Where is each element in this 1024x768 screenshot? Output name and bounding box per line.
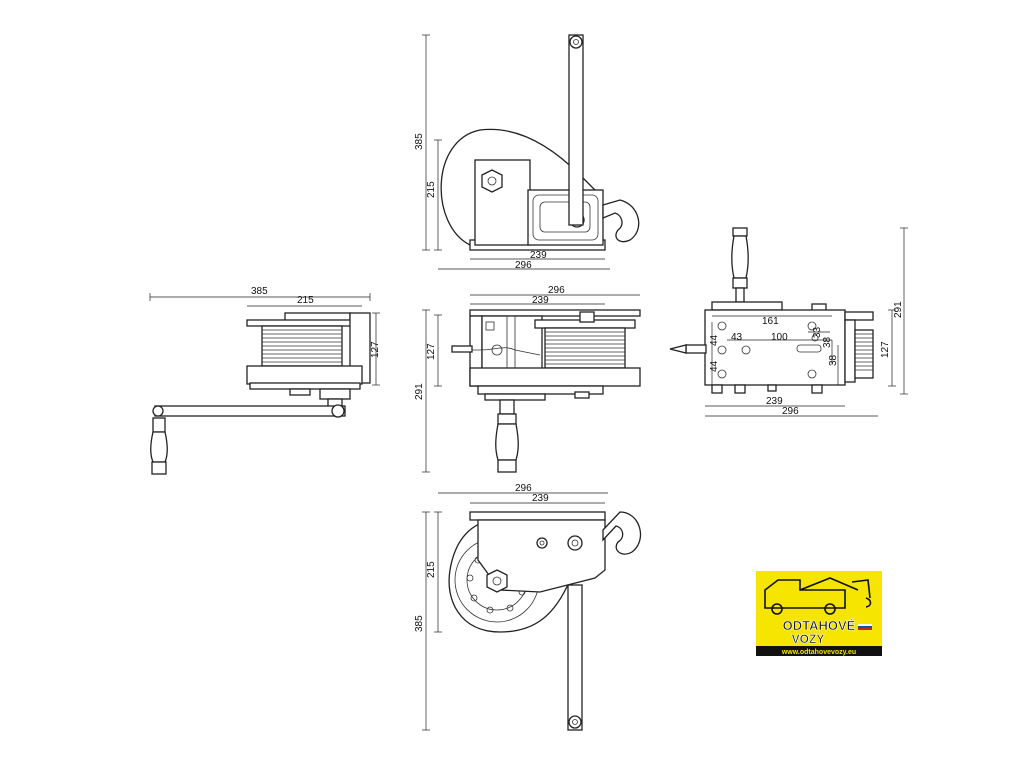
dim-right-38b: 38	[828, 354, 839, 366]
top-view	[422, 34, 640, 270]
dim-center-239: 239	[532, 295, 549, 306]
dim-right-44a: 44	[709, 334, 720, 346]
dim-left-215: 215	[297, 295, 314, 306]
company-logo: ODTAHOVÉ VOZY www.odtahovevozy.eu	[756, 571, 882, 656]
dim-top-215: 215	[426, 181, 437, 198]
dim-right-44b: 44	[709, 360, 720, 372]
dim-center-296: 296	[548, 285, 565, 296]
dim-bottom-239: 239	[532, 493, 549, 504]
dim-left-385: 385	[251, 286, 268, 297]
dim-right-100: 100	[771, 332, 788, 343]
logo-url: www.odtahovevozy.eu	[781, 649, 856, 656]
dim-right-291: 291	[893, 301, 904, 318]
logo-line2: VOZY	[792, 632, 825, 646]
dim-bottom-215: 215	[426, 561, 437, 578]
dim-top-385: 385	[414, 133, 425, 150]
dim-top-239: 239	[530, 250, 547, 261]
bottom-view	[422, 492, 642, 731]
logo-line1: ODTAHOVÉ	[783, 618, 856, 633]
dim-right-38a: 38	[822, 336, 833, 348]
center-view	[422, 294, 641, 473]
dim-left-127: 127	[370, 341, 381, 358]
dim-center-127: 127	[426, 343, 437, 360]
dim-right-33: 33	[812, 326, 823, 338]
dim-right-239: 239	[766, 396, 783, 407]
dim-right-127: 127	[880, 341, 891, 358]
dim-center-291: 291	[414, 383, 425, 400]
dim-right-296: 296	[782, 406, 799, 417]
left-view	[149, 293, 380, 475]
dim-bottom-296: 296	[515, 483, 532, 494]
dim-top-296: 296	[515, 260, 532, 271]
dim-bottom-385: 385	[414, 615, 425, 632]
dim-right-161: 161	[762, 316, 779, 327]
right-view	[669, 227, 908, 417]
dim-right-43: 43	[731, 332, 743, 343]
tow-truck-icon	[764, 577, 872, 615]
